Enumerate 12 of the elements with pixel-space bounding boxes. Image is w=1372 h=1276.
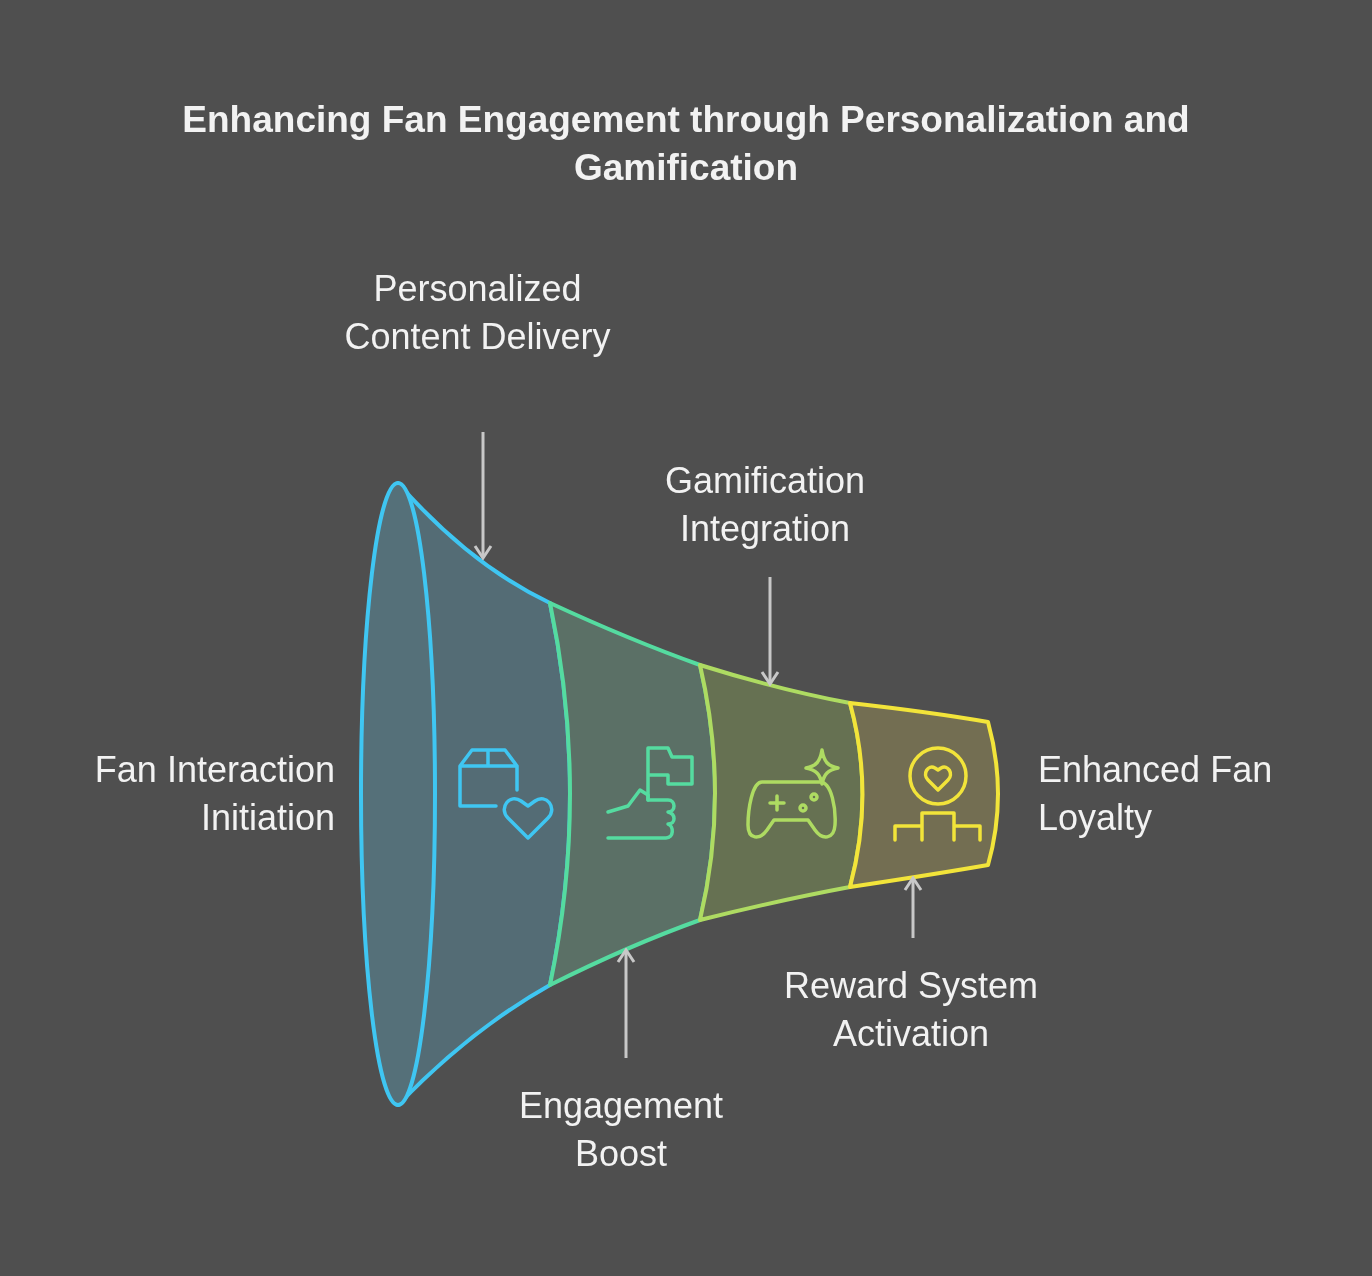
stage-label: Personalized Content Delivery <box>340 265 615 361</box>
stage-label: Reward System Activation <box>760 962 1062 1058</box>
stage-label: Enhanced Fan Loyalty <box>1038 748 1274 840</box>
arrow <box>473 432 493 560</box>
funnel-segment <box>848 701 1000 889</box>
stage-label: Gamification Integration <box>630 457 900 553</box>
stage-label: Fan Interaction Initiation <box>93 748 335 840</box>
arrow <box>903 876 923 938</box>
title: Enhancing Fan Engagement through Personalization and Gamification <box>181 98 1191 190</box>
arrow <box>760 577 780 686</box>
stage-label: Engagement Boost <box>490 1082 752 1178</box>
arrow <box>616 948 636 1058</box>
